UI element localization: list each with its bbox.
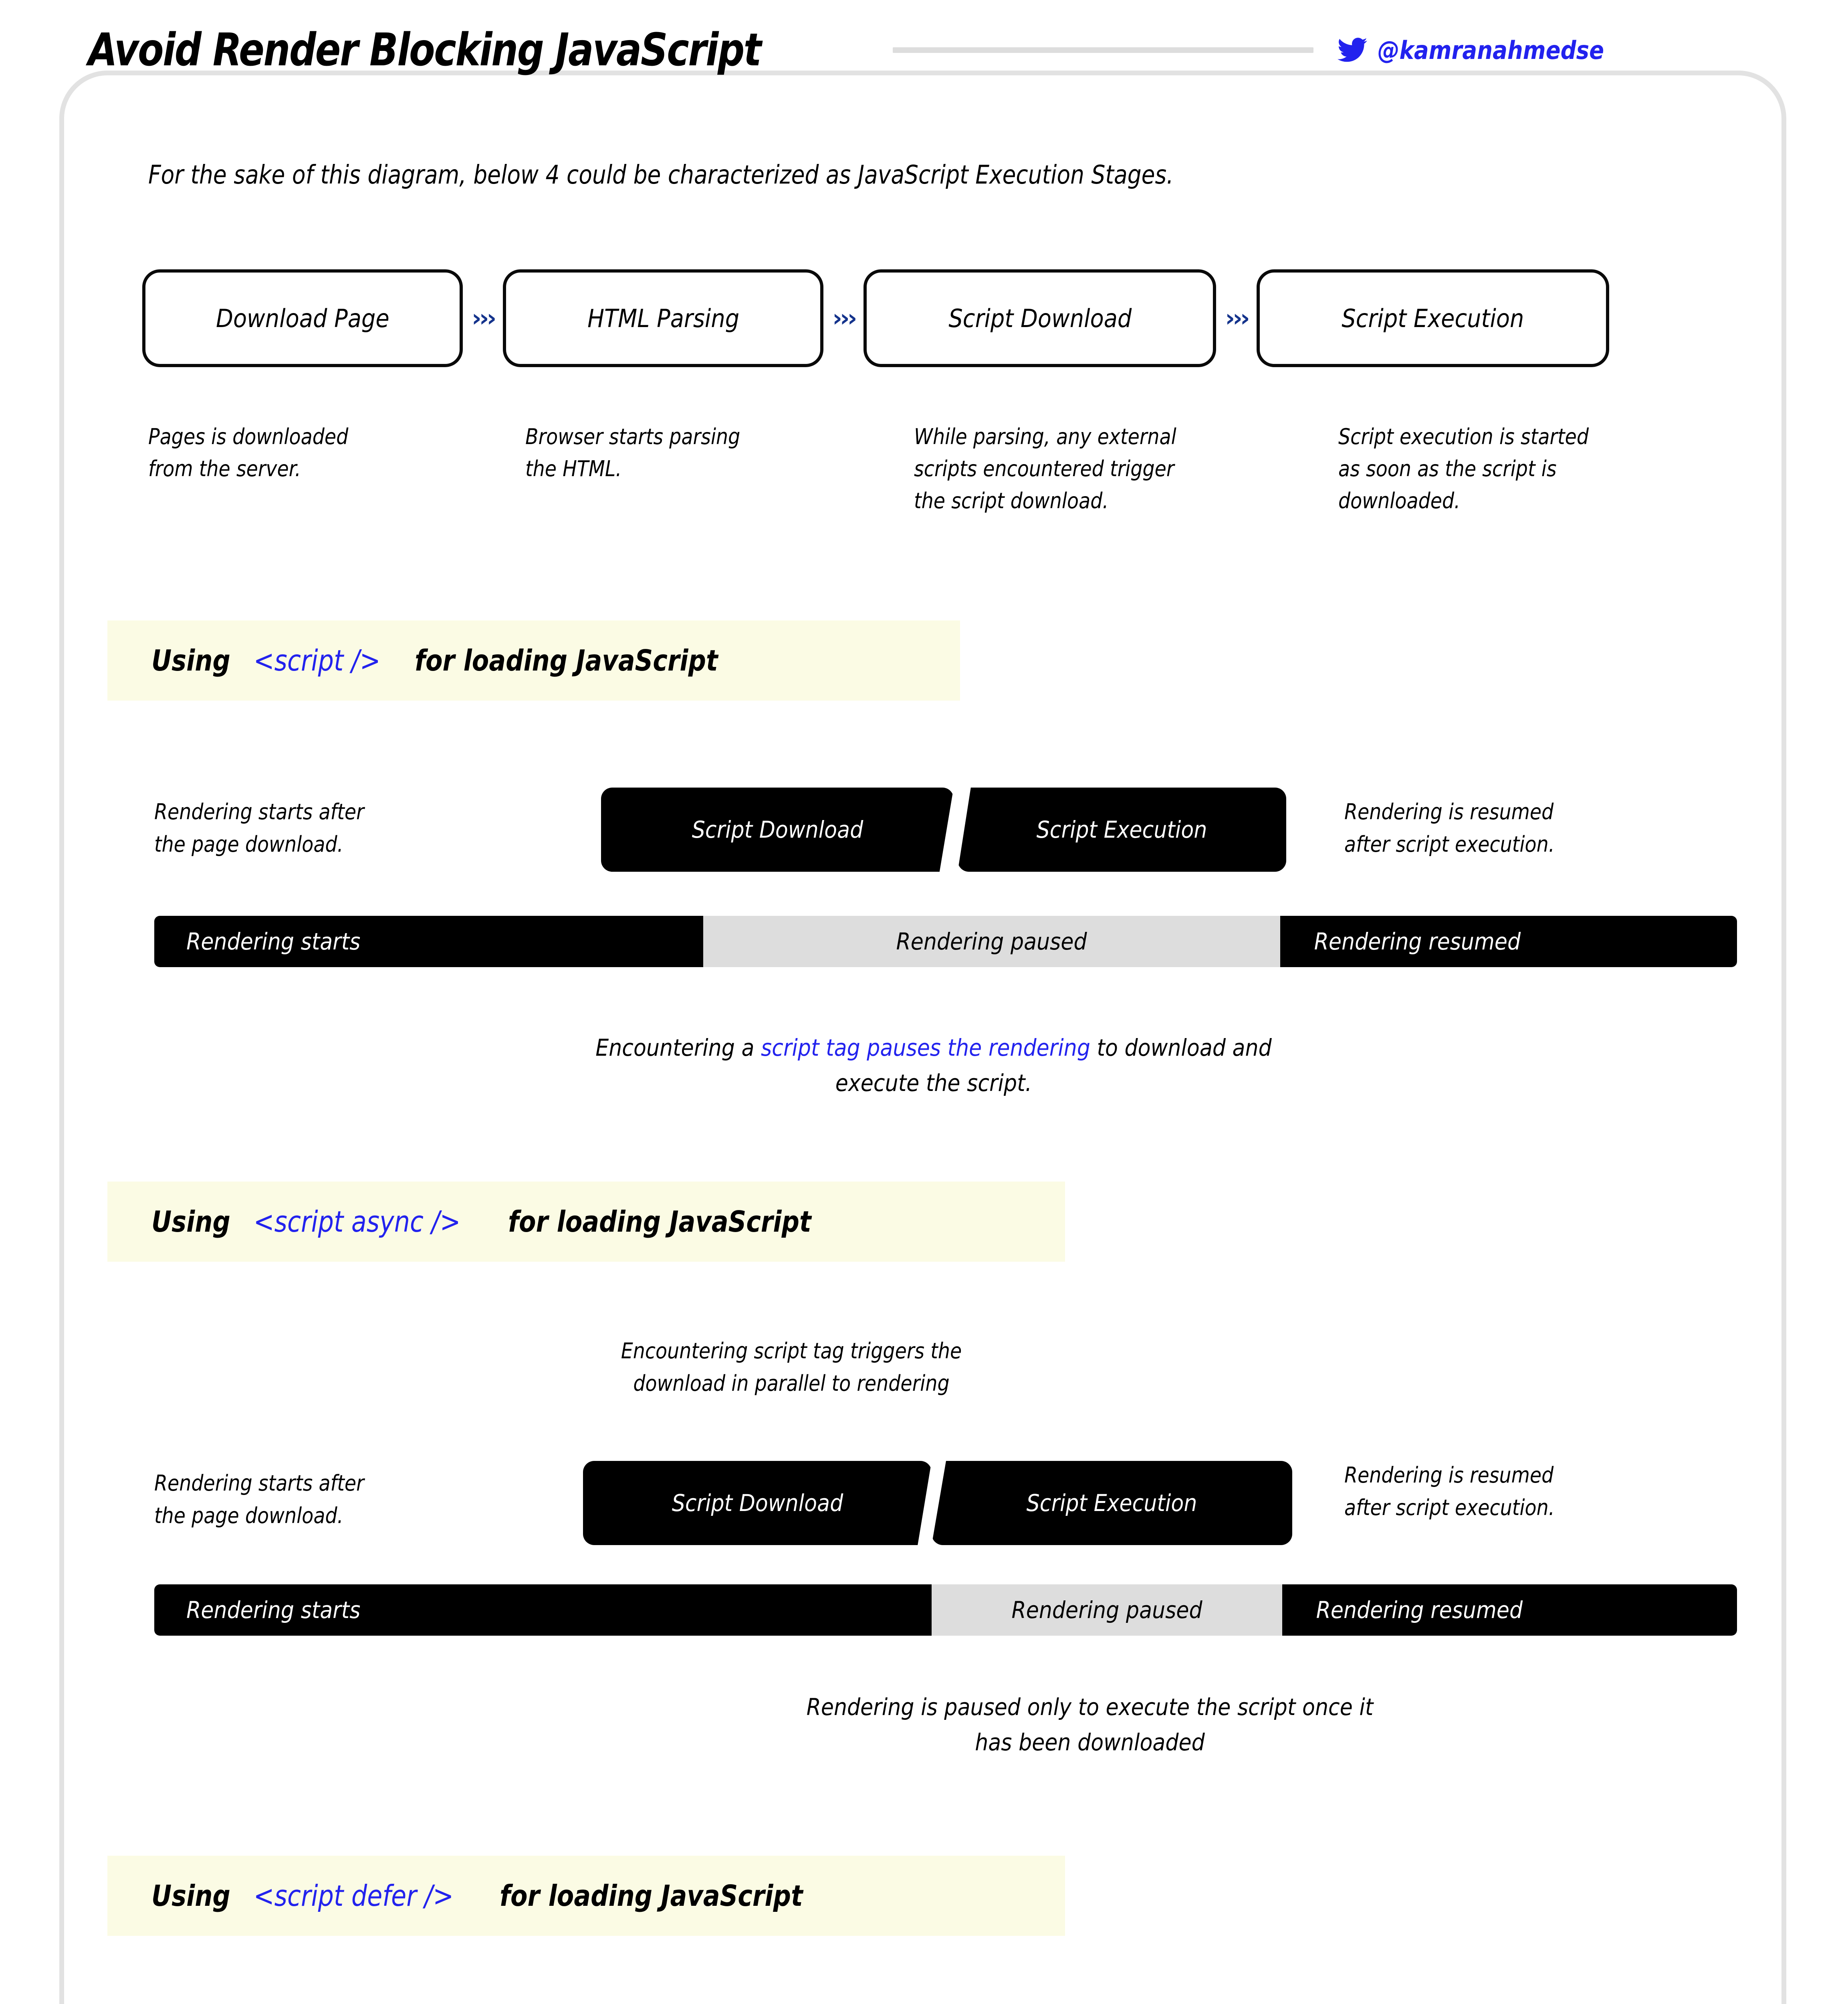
script-block-script-execution: Script Execution <box>958 788 1286 872</box>
caption-before: Encountering a <box>595 1034 761 1061</box>
segment-label: Rendering paused <box>1011 1596 1202 1624</box>
strip-segment-rendering-starts: Rendering starts <box>154 916 703 967</box>
stage-label: HTML Parsing <box>587 303 739 333</box>
stage-box-html-parsing[interactable]: HTML Parsing <box>503 269 824 367</box>
twitter-bird-icon <box>1337 38 1367 62</box>
stage-desc-html-parsing: Browser starts parsing the HTML. <box>525 424 740 481</box>
strip-segment-rendering-resumed: Rendering resumed <box>1282 1584 1737 1636</box>
caption-blue: script tag pauses the rendering <box>761 1034 1090 1061</box>
header: Avoid Render Blocking JavaScript @kamran… <box>88 16 1635 84</box>
subtitle: For the sake of this diagram, below 4 co… <box>148 160 1174 190</box>
twitter-handle-text: @kamranahmedse <box>1377 35 1604 65</box>
async-block-script-download: Script Download <box>583 1461 932 1545</box>
async-right-note: Rendering is resumed after script execut… <box>1344 1463 1555 1520</box>
strip-segment-rendering-paused: Rendering paused <box>703 916 1280 967</box>
script-block-script-download: Script Download <box>601 788 954 872</box>
async-block-script-execution: Script Execution <box>932 1461 1292 1545</box>
segment-label: Rendering resumed <box>1316 1596 1523 1624</box>
script-right-note: Rendering is resumed after script execut… <box>1344 799 1555 857</box>
strip-segment-rendering-starts: Rendering starts <box>154 1584 932 1636</box>
stage-box-download-page[interactable]: Download Page <box>142 269 463 367</box>
segment-label: Rendering starts <box>186 928 361 955</box>
block-label: Script Execution <box>1037 816 1207 843</box>
section-head-prefix: Using <box>151 644 230 677</box>
section-head-code: <script defer /> <box>253 1879 454 1913</box>
async-rendering-strip: Rendering starts Rendering paused Render… <box>154 1584 1737 1636</box>
section-header-defer: Using <script defer /> for loading JavaS… <box>107 1856 1065 1936</box>
async-caption: Rendering is paused only to execute the … <box>806 1693 1374 1756</box>
stage-desc-script-download: While parsing, any external scripts enco… <box>914 424 1176 513</box>
chevron-separator-2: ››› <box>832 304 857 332</box>
strip-segment-rendering-resumed: Rendering resumed <box>1280 916 1737 967</box>
segment-label: Rendering starts <box>186 1596 361 1624</box>
stage-box-script-execution[interactable]: Script Execution <box>1256 269 1609 367</box>
segment-label: Rendering paused <box>896 928 1087 955</box>
stage-box-script-download[interactable]: Script Download <box>863 269 1217 367</box>
stage-label: Download Page <box>216 303 389 333</box>
script-left-note: Rendering starts after the page download… <box>154 799 364 857</box>
block-label: Script Download <box>692 816 863 843</box>
chevron-separator-1: ››› <box>472 304 496 332</box>
stage-row: Download Page ››› HTML Parsing ››› Scrip… <box>142 269 1729 367</box>
section-head-suffix: for loading JavaScript <box>415 644 718 677</box>
section-head-code: <script async /> <box>253 1205 461 1238</box>
block-label: Script Download <box>672 1489 843 1517</box>
async-top-note: Encountering script tag triggers the dow… <box>621 1338 962 1396</box>
caption-after: to download and execute the script. <box>835 1034 1272 1097</box>
section-head-code: <script /> <box>253 644 381 677</box>
section-head-prefix: Using <box>151 1205 230 1238</box>
script-caption: Encountering a script tag pauses the ren… <box>577 1030 1291 1101</box>
async-left-note: Rendering starts after the page download… <box>154 1471 364 1528</box>
stage-desc-script-execution: Script execution is started as soon as t… <box>1338 424 1589 513</box>
author-handle[interactable]: @kamranahmedse <box>1337 35 1635 65</box>
script-rendering-strip: Rendering starts Rendering paused Render… <box>154 916 1737 967</box>
page-title: Avoid Render Blocking JavaScript <box>88 24 762 76</box>
strip-segment-rendering-paused: Rendering paused <box>932 1584 1282 1636</box>
stage-description-row: Pages is downloaded from the server. Bro… <box>148 421 1735 517</box>
section-head-suffix: for loading JavaScript <box>500 1879 803 1913</box>
segment-label: Rendering resumed <box>1314 928 1521 955</box>
section-header-async: Using <script async /> for loading JavaS… <box>107 1182 1065 1262</box>
stage-label: Script Download <box>948 303 1132 333</box>
stage-desc-download-page: Pages is downloaded from the server. <box>148 424 349 481</box>
section-head-suffix: for loading JavaScript <box>508 1205 811 1238</box>
infographic-card <box>59 71 1786 2004</box>
header-divider <box>892 47 1313 53</box>
chevron-separator-3: ››› <box>1225 304 1250 332</box>
stage-label: Script Execution <box>1342 303 1524 333</box>
block-label: Script Execution <box>1027 1489 1197 1517</box>
section-head-prefix: Using <box>151 1879 230 1913</box>
section-header-script: Using <script /> for loading JavaScript <box>107 620 960 701</box>
